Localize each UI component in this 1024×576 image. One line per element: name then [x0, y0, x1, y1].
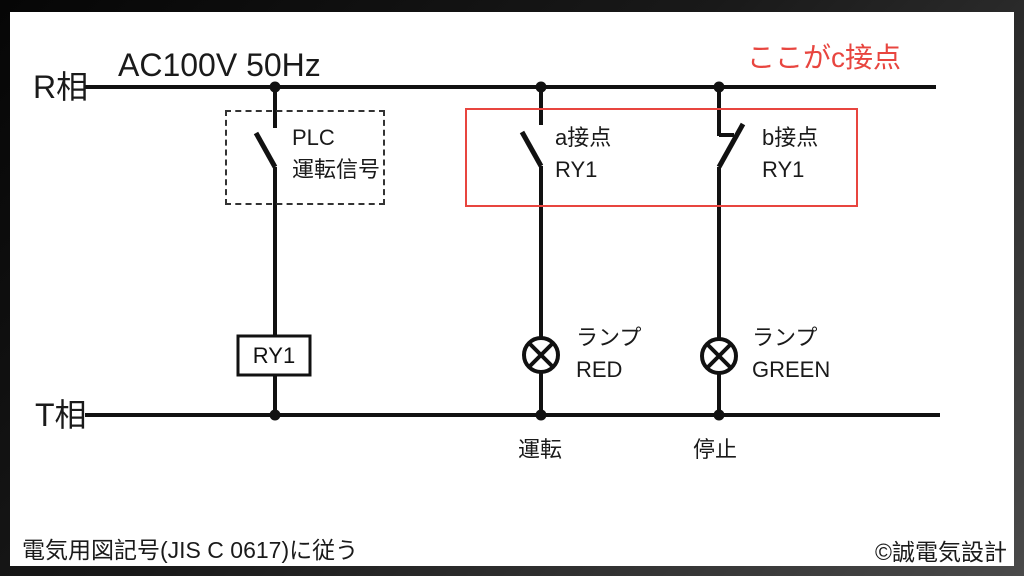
standard-note: 電気用図記号(JIS C 0617)に従う [22, 537, 359, 563]
plc-signal-dashed-box [225, 110, 385, 205]
stop-label: 停止 [693, 437, 738, 462]
rail-r-label: R相 [33, 69, 89, 105]
copyright-label: ©誠電気設計 [875, 539, 1007, 565]
contact-b-label: b接点 RY1 [762, 125, 819, 182]
lamp-red-label: ランプ RED [576, 325, 642, 382]
relay-coil-label: RY1 [252, 342, 296, 368]
c-contact-highlight-box [465, 108, 858, 207]
run-label: 運転 [518, 437, 563, 462]
rail-t-label: T相 [35, 397, 87, 433]
power-source-label: AC100V 50Hz [118, 47, 321, 83]
contact-a-label: a接点 RY1 [555, 125, 612, 182]
plc-switch-label: PLC 運転信号 [292, 125, 381, 182]
lamp-green-label: ランプ GREEN [752, 325, 831, 382]
c-contact-annotation: ここがc接点 [747, 42, 902, 73]
diagram-canvas [10, 12, 1014, 566]
